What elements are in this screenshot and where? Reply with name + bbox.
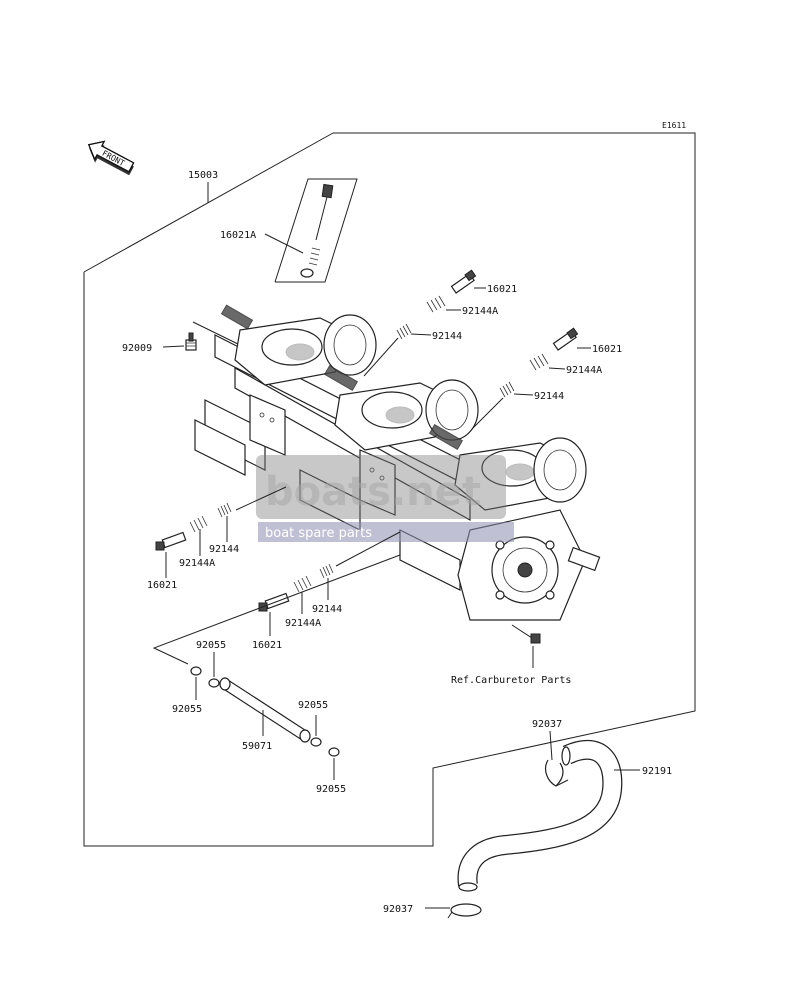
label-16021A: 16021A [220,230,256,241]
oring-right [310,737,322,747]
carburetor-3 [428,423,587,511]
label-92037-bottom: 92037 [383,904,413,915]
front-arrow-icon: FRONT [87,140,135,176]
label-92055-bottom: 92055 [316,784,346,795]
screw-16021-top [450,269,477,294]
spring-92144A-top [426,295,446,313]
label-92055-left: 92055 [172,704,202,715]
label-16021-right: 16021 [592,344,622,355]
oring-bottom [328,747,340,757]
label-92037-top: 92037 [532,719,562,730]
carburetor-2 [323,364,479,451]
clamp-92037-top [544,759,569,787]
label-16021-lower: 16021 [252,640,282,651]
screw-16021-left [155,531,187,551]
label-16021-left: 16021 [147,580,177,591]
label-92144-lower: 92144 [312,604,342,615]
watermark: boats.net boat spare parts [256,455,514,542]
watermark-tagline: boat spare parts [265,526,372,541]
label-92144A-left: 92144A [179,558,215,569]
screw-16021-right [552,327,579,351]
label-92144A-top: 92144A [462,306,498,317]
label-92191: 92191 [642,766,672,777]
spring-92144A-right [529,353,549,371]
label-59071: 59071 [242,741,272,752]
clamp-92037-bottom [447,903,482,919]
watermark-logo [256,455,506,519]
carburetor-body [194,304,601,644]
label-92144-right: 92144 [534,391,564,402]
label-92144-left: 92144 [209,544,239,555]
bottom-screw [511,624,541,644]
label-92144-top: 92144 [432,331,462,342]
label-92055-right: 92055 [298,700,328,711]
pipe-group [152,554,401,780]
spring-92144-right [499,381,515,398]
left-fastener-group [155,486,287,578]
label-92144A-right: 92144A [566,365,602,376]
pilot-screw-group: 16021A [220,178,358,283]
cap-92009 [185,332,197,351]
pilot-screw-part [300,183,334,278]
label-92055-top: 92055 [196,640,226,651]
oring-top [208,678,220,688]
label-92144A-lower: 92144A [285,618,321,629]
spring-92144-top [396,323,412,340]
pipe-59071 [219,677,311,743]
label-16021-top: 16021 [487,284,517,295]
lower-fastener-group [258,531,401,636]
reference-note: Ref.Carburetor Parts [451,675,571,686]
watermark-logo-text: boats.net [265,469,481,515]
diagram-code: E1611 [662,121,686,130]
label-15003: 15003 [188,170,218,181]
oring-left [190,666,202,676]
label-92009: 92009 [122,343,152,354]
hose-92191 [457,740,623,892]
